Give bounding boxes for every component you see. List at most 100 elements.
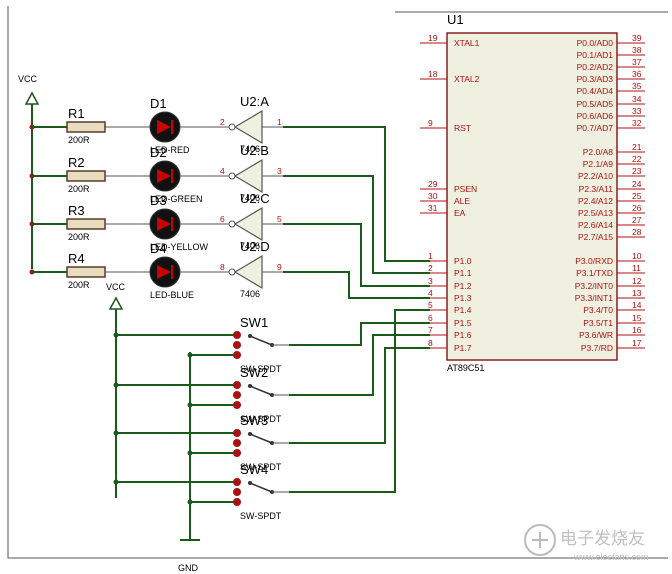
resistor-ref: R2	[68, 155, 85, 170]
mcu-pin-number: 5	[428, 300, 433, 310]
mcu-pin-number: 35	[632, 81, 642, 91]
junction-dot	[113, 430, 119, 436]
buffer-part: 7406	[240, 193, 260, 203]
inverter-buffer[interactable]	[233, 158, 263, 194]
wire-u2a-p10	[283, 126, 430, 262]
mcu-pin-name: P0.6/AD6	[577, 111, 614, 121]
junction-dot	[113, 479, 119, 485]
mcu-pin-number: 14	[632, 300, 642, 310]
frame-left-bottom	[7, 6, 668, 559]
mcu-pin-number: 2	[428, 263, 433, 273]
wire-sw2-p16	[289, 334, 430, 396]
mcu-pin-name: P1.4	[454, 305, 472, 315]
mcu-pin-number: 11	[632, 263, 641, 273]
mcu-pin-number: 28	[632, 227, 642, 237]
vcc-arrow-1	[24, 91, 40, 105]
switch-lever	[249, 385, 273, 396]
inverter-bubble	[228, 172, 236, 180]
mcu-pin-number: 38	[632, 45, 642, 55]
mcu-pin-name: P2.6/A14	[578, 220, 613, 230]
mcu-pin-name: P3.7/RD	[581, 343, 613, 353]
switch-lever	[249, 335, 273, 346]
junction-dot	[187, 499, 193, 505]
inverter-buffer[interactable]	[233, 206, 263, 242]
buffer-ref: U2:D	[240, 239, 270, 254]
vcc-label-1: VCC	[18, 74, 38, 84]
buffer-part: 7406	[240, 289, 260, 299]
mcu-pin-number: 15	[632, 313, 642, 323]
mcu-pin-name: P1.3	[454, 293, 472, 303]
mcu-pin-number: 8	[428, 338, 433, 348]
mcu-pin-name: P0.2/AD2	[577, 62, 614, 72]
inverter-buffer[interactable]	[233, 109, 263, 145]
mcu-pin-name: P2.3/A11	[579, 184, 614, 194]
switch-contact	[233, 381, 241, 389]
buffer-pin-out: 4	[220, 166, 225, 176]
mcu-pin-name: P2.1/A9	[583, 159, 614, 169]
mcu-pin-name: PSEN	[454, 184, 477, 194]
mcu-pin-number: 19	[428, 33, 438, 43]
mcu-pin-number: 37	[632, 57, 642, 67]
buffer-ref: U2:B	[240, 143, 269, 158]
buffer-part: 7406	[240, 144, 260, 154]
mcu-pin-number: 10	[632, 251, 642, 261]
mcu-pin-number: 23	[632, 166, 642, 176]
led-diode-icon	[157, 265, 171, 279]
buffer-pin-in: 3	[277, 166, 282, 176]
junction-dot	[113, 382, 119, 388]
mcu-pin-name: RST	[454, 123, 471, 133]
inverter-buffer[interactable]	[233, 254, 263, 290]
mcu-pin-name: P3.4/T0	[583, 305, 613, 315]
mcu-pin-number: 9	[428, 118, 433, 128]
resistor-ref: R4	[68, 251, 85, 266]
mcu-pin-name: P3.2/INT0	[575, 281, 614, 291]
switch-contact	[233, 429, 241, 437]
vcc-arrow-2	[108, 296, 124, 310]
led-ref: D2	[150, 145, 167, 160]
mcu-pin-name: P1.5	[454, 318, 472, 328]
buffer-pin-out: 6	[220, 214, 225, 224]
led-diode-icon	[157, 217, 171, 231]
mcu-pin-name: EA	[454, 208, 466, 218]
watermark: 电子发烧友 www.elecfans.com	[524, 524, 649, 562]
mcu-pin-name: P1.2	[454, 281, 472, 291]
mcu-pin-number: 22	[632, 154, 642, 164]
mcu-pin-number: 13	[632, 288, 642, 298]
resistor-body[interactable]	[66, 121, 106, 133]
mcu-pin-number: 1	[428, 251, 433, 261]
mcu-body	[446, 32, 618, 361]
resistor-body[interactable]	[66, 266, 106, 278]
switch-contact	[233, 351, 241, 359]
wire-u2c-p12	[283, 223, 430, 287]
led-diode-icon	[157, 120, 171, 134]
mcu-pin-number: 34	[632, 94, 642, 104]
mcu-pin-name: P3.1/TXD	[576, 268, 613, 278]
mcu-pin-name: XTAL2	[454, 74, 480, 84]
switch-contact	[233, 449, 241, 457]
mcu-pin-name: P0.3/AD3	[577, 74, 614, 84]
mcu-pin-name: P0.1/AD1	[577, 50, 614, 60]
resistor-body[interactable]	[66, 218, 106, 230]
resistor-body[interactable]	[66, 170, 106, 182]
mcu-pin-name: P2.2/A10	[578, 171, 613, 181]
watermark-logo-icon	[524, 524, 556, 556]
vcc-symbol-2: VCC	[106, 282, 126, 310]
watermark-text: 电子发烧友	[560, 529, 645, 548]
mcu-pin-name: P1.1	[454, 268, 472, 278]
mcu-pin-number: 4	[428, 288, 433, 298]
wire-u2b-p11	[283, 175, 430, 274]
switch-contact	[233, 401, 241, 409]
mcu-pin-name: P1.0	[454, 256, 472, 266]
switch-pivot	[248, 432, 252, 436]
switch-part: SW-SPDT	[240, 414, 282, 424]
mcu-pin-number: 25	[632, 191, 642, 201]
junction-dot	[113, 332, 119, 338]
